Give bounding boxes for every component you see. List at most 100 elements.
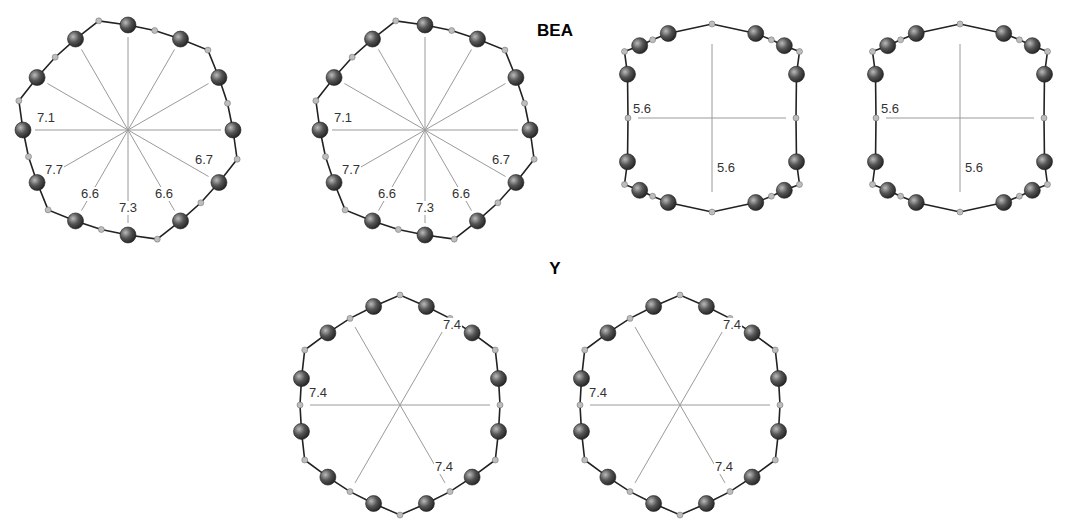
o-atom	[772, 457, 778, 463]
dimension-label: 7.4	[714, 460, 734, 474]
o-atom	[768, 193, 774, 199]
t-atom	[660, 195, 676, 211]
diameter-line	[680, 405, 770, 406]
t-atom	[522, 122, 538, 138]
diameter-line	[425, 84, 506, 131]
diameter-line	[310, 405, 400, 406]
t-atom	[326, 175, 342, 191]
o-atom	[96, 18, 102, 24]
o-atom	[870, 181, 876, 187]
o-atom	[347, 489, 353, 495]
o-atom	[449, 28, 455, 34]
t-atom	[320, 325, 336, 341]
dimension-label: 7.1	[333, 111, 353, 125]
o-atom	[1016, 37, 1022, 43]
o-atom	[768, 37, 774, 43]
t-atom	[1037, 154, 1053, 170]
diameter-line	[400, 327, 445, 405]
o-atom	[26, 154, 32, 160]
framework-name: BEA	[535, 21, 575, 40]
dimension-label: 7.4	[308, 386, 328, 400]
t-atom	[880, 38, 896, 54]
t-atom	[1024, 182, 1040, 198]
dimension-label: 6.7	[491, 153, 511, 167]
t-atom	[908, 195, 924, 211]
o-atom	[727, 489, 733, 495]
o-atom	[397, 292, 403, 298]
o-atom	[52, 54, 58, 60]
o-atom	[152, 28, 158, 34]
dimension-label: 7.7	[341, 163, 361, 177]
o-atom	[627, 489, 633, 495]
t-atom	[744, 325, 760, 341]
dimension-label: 7.3	[118, 201, 138, 215]
t-atom	[698, 496, 714, 512]
diameter-line	[128, 130, 221, 131]
o-atom	[492, 457, 498, 463]
diameter-line	[344, 84, 425, 131]
o-atom	[302, 457, 308, 463]
o-atom	[349, 54, 355, 60]
t-atom	[68, 31, 84, 47]
o-atom	[627, 315, 633, 321]
t-atom	[464, 469, 480, 485]
o-atom	[622, 181, 628, 187]
o-atom	[495, 200, 501, 206]
diameter-line	[128, 49, 175, 130]
o-atom	[709, 21, 715, 27]
diameter-line	[960, 44, 961, 192]
diameter-line	[332, 130, 425, 131]
o-atom	[397, 512, 403, 518]
o-atom	[154, 236, 160, 242]
diameter-line	[635, 405, 680, 483]
t-atom	[867, 66, 883, 82]
diameter-line	[82, 49, 129, 130]
o-atom	[302, 347, 308, 353]
ring-bond	[19, 21, 237, 239]
t-atom	[508, 175, 524, 191]
o-atom	[677, 512, 683, 518]
diameter-line	[355, 405, 400, 483]
t-atom	[293, 371, 309, 387]
o-atom	[451, 236, 457, 242]
o-atom	[347, 315, 353, 321]
t-atom	[464, 325, 480, 341]
o-atom	[393, 18, 399, 24]
t-atom	[789, 154, 805, 170]
ring-bond	[873, 24, 1048, 212]
o-atom	[492, 347, 498, 353]
t-atom	[326, 70, 342, 86]
dimension-label: 7.7	[44, 163, 64, 177]
t-atom	[225, 122, 241, 138]
o-atom	[957, 209, 963, 215]
t-atom	[418, 298, 434, 314]
diameter-line	[425, 130, 518, 131]
ring-bond	[316, 21, 534, 239]
t-atom	[366, 496, 382, 512]
o-atom	[650, 193, 656, 199]
ring-bond	[580, 295, 780, 515]
t-atom	[293, 423, 309, 439]
dimension-label: 7.4	[722, 318, 742, 332]
ring-bond	[625, 24, 800, 212]
t-atom	[173, 31, 189, 47]
o-atom	[531, 156, 537, 162]
t-atom	[29, 175, 45, 191]
diameter-line	[35, 130, 128, 131]
o-atom	[205, 47, 211, 53]
diameter-line	[425, 49, 472, 130]
t-atom	[573, 371, 589, 387]
diameter-line	[128, 37, 129, 130]
dimension-label: 6.6	[80, 187, 100, 201]
t-atom	[619, 154, 635, 170]
t-atom	[619, 66, 635, 82]
t-atom	[1037, 66, 1053, 82]
t-atom	[748, 25, 764, 41]
framework-name: Y	[547, 259, 562, 278]
t-atom	[366, 298, 382, 314]
t-atom	[789, 66, 805, 82]
t-atom	[173, 213, 189, 229]
t-atom	[418, 496, 434, 512]
